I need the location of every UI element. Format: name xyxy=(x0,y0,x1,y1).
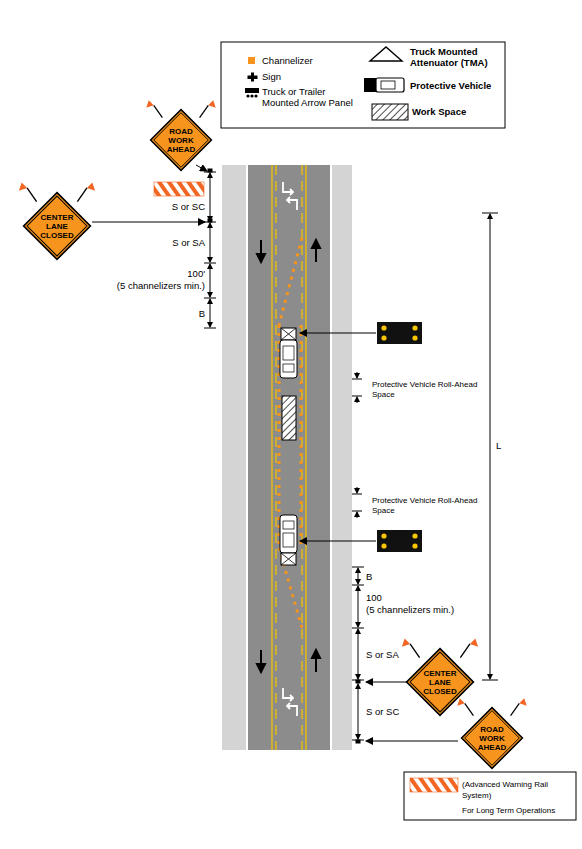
warning-sign: CENTER LANE CLOSED xyxy=(23,192,91,260)
legend-text: Truck or Trailer Mounted Arrow Panel xyxy=(262,86,357,108)
dimension-label: For Long Term Operations xyxy=(462,805,555,816)
sign-text: ROAD WORK AHEAD xyxy=(473,725,511,752)
dimension-label: (5 channelizers min.) xyxy=(366,604,454,615)
warning-sign: ROAD WORK AHEAD xyxy=(150,109,212,171)
dimension-label: Protective Vehicle Roll-Ahead Space xyxy=(372,380,492,400)
sign-text: CENTER LANE CLOSED xyxy=(420,669,460,696)
dimension-label: B xyxy=(199,308,205,319)
dimension-label: S or SA xyxy=(172,237,205,248)
dimension-label: 100' xyxy=(187,268,205,279)
dimension-label: S or SA xyxy=(366,649,399,660)
legend-text: Channelizer xyxy=(262,55,352,66)
legend-text: Work Space xyxy=(412,106,492,117)
sign-text: CENTER LANE CLOSED xyxy=(37,213,77,240)
dimension-label: Protective Vehicle Roll-Ahead Space xyxy=(372,496,492,516)
legend-text: Sign xyxy=(262,71,352,82)
dimension-label: S or SC xyxy=(366,706,399,717)
legend-swatch xyxy=(248,57,255,64)
warning-sign: CENTER LANE CLOSED xyxy=(406,648,474,716)
warning-sign: ROAD WORK AHEAD xyxy=(461,707,523,769)
sign-text: ROAD WORK AHEAD xyxy=(162,127,200,154)
dimension-label: L xyxy=(494,440,503,451)
legend-text: (Advanced Warning Rail System) xyxy=(462,779,574,801)
dimension-label: (5 channelizers min.) xyxy=(117,280,205,291)
dimension-label: S or SC xyxy=(172,201,205,212)
legend-text: Truck Mounted Attenuator (TMA) xyxy=(410,46,500,68)
dimension-label: 100 xyxy=(366,592,382,603)
legend-text: Protective Vehicle xyxy=(410,80,500,91)
dimension-label: B xyxy=(366,571,372,582)
